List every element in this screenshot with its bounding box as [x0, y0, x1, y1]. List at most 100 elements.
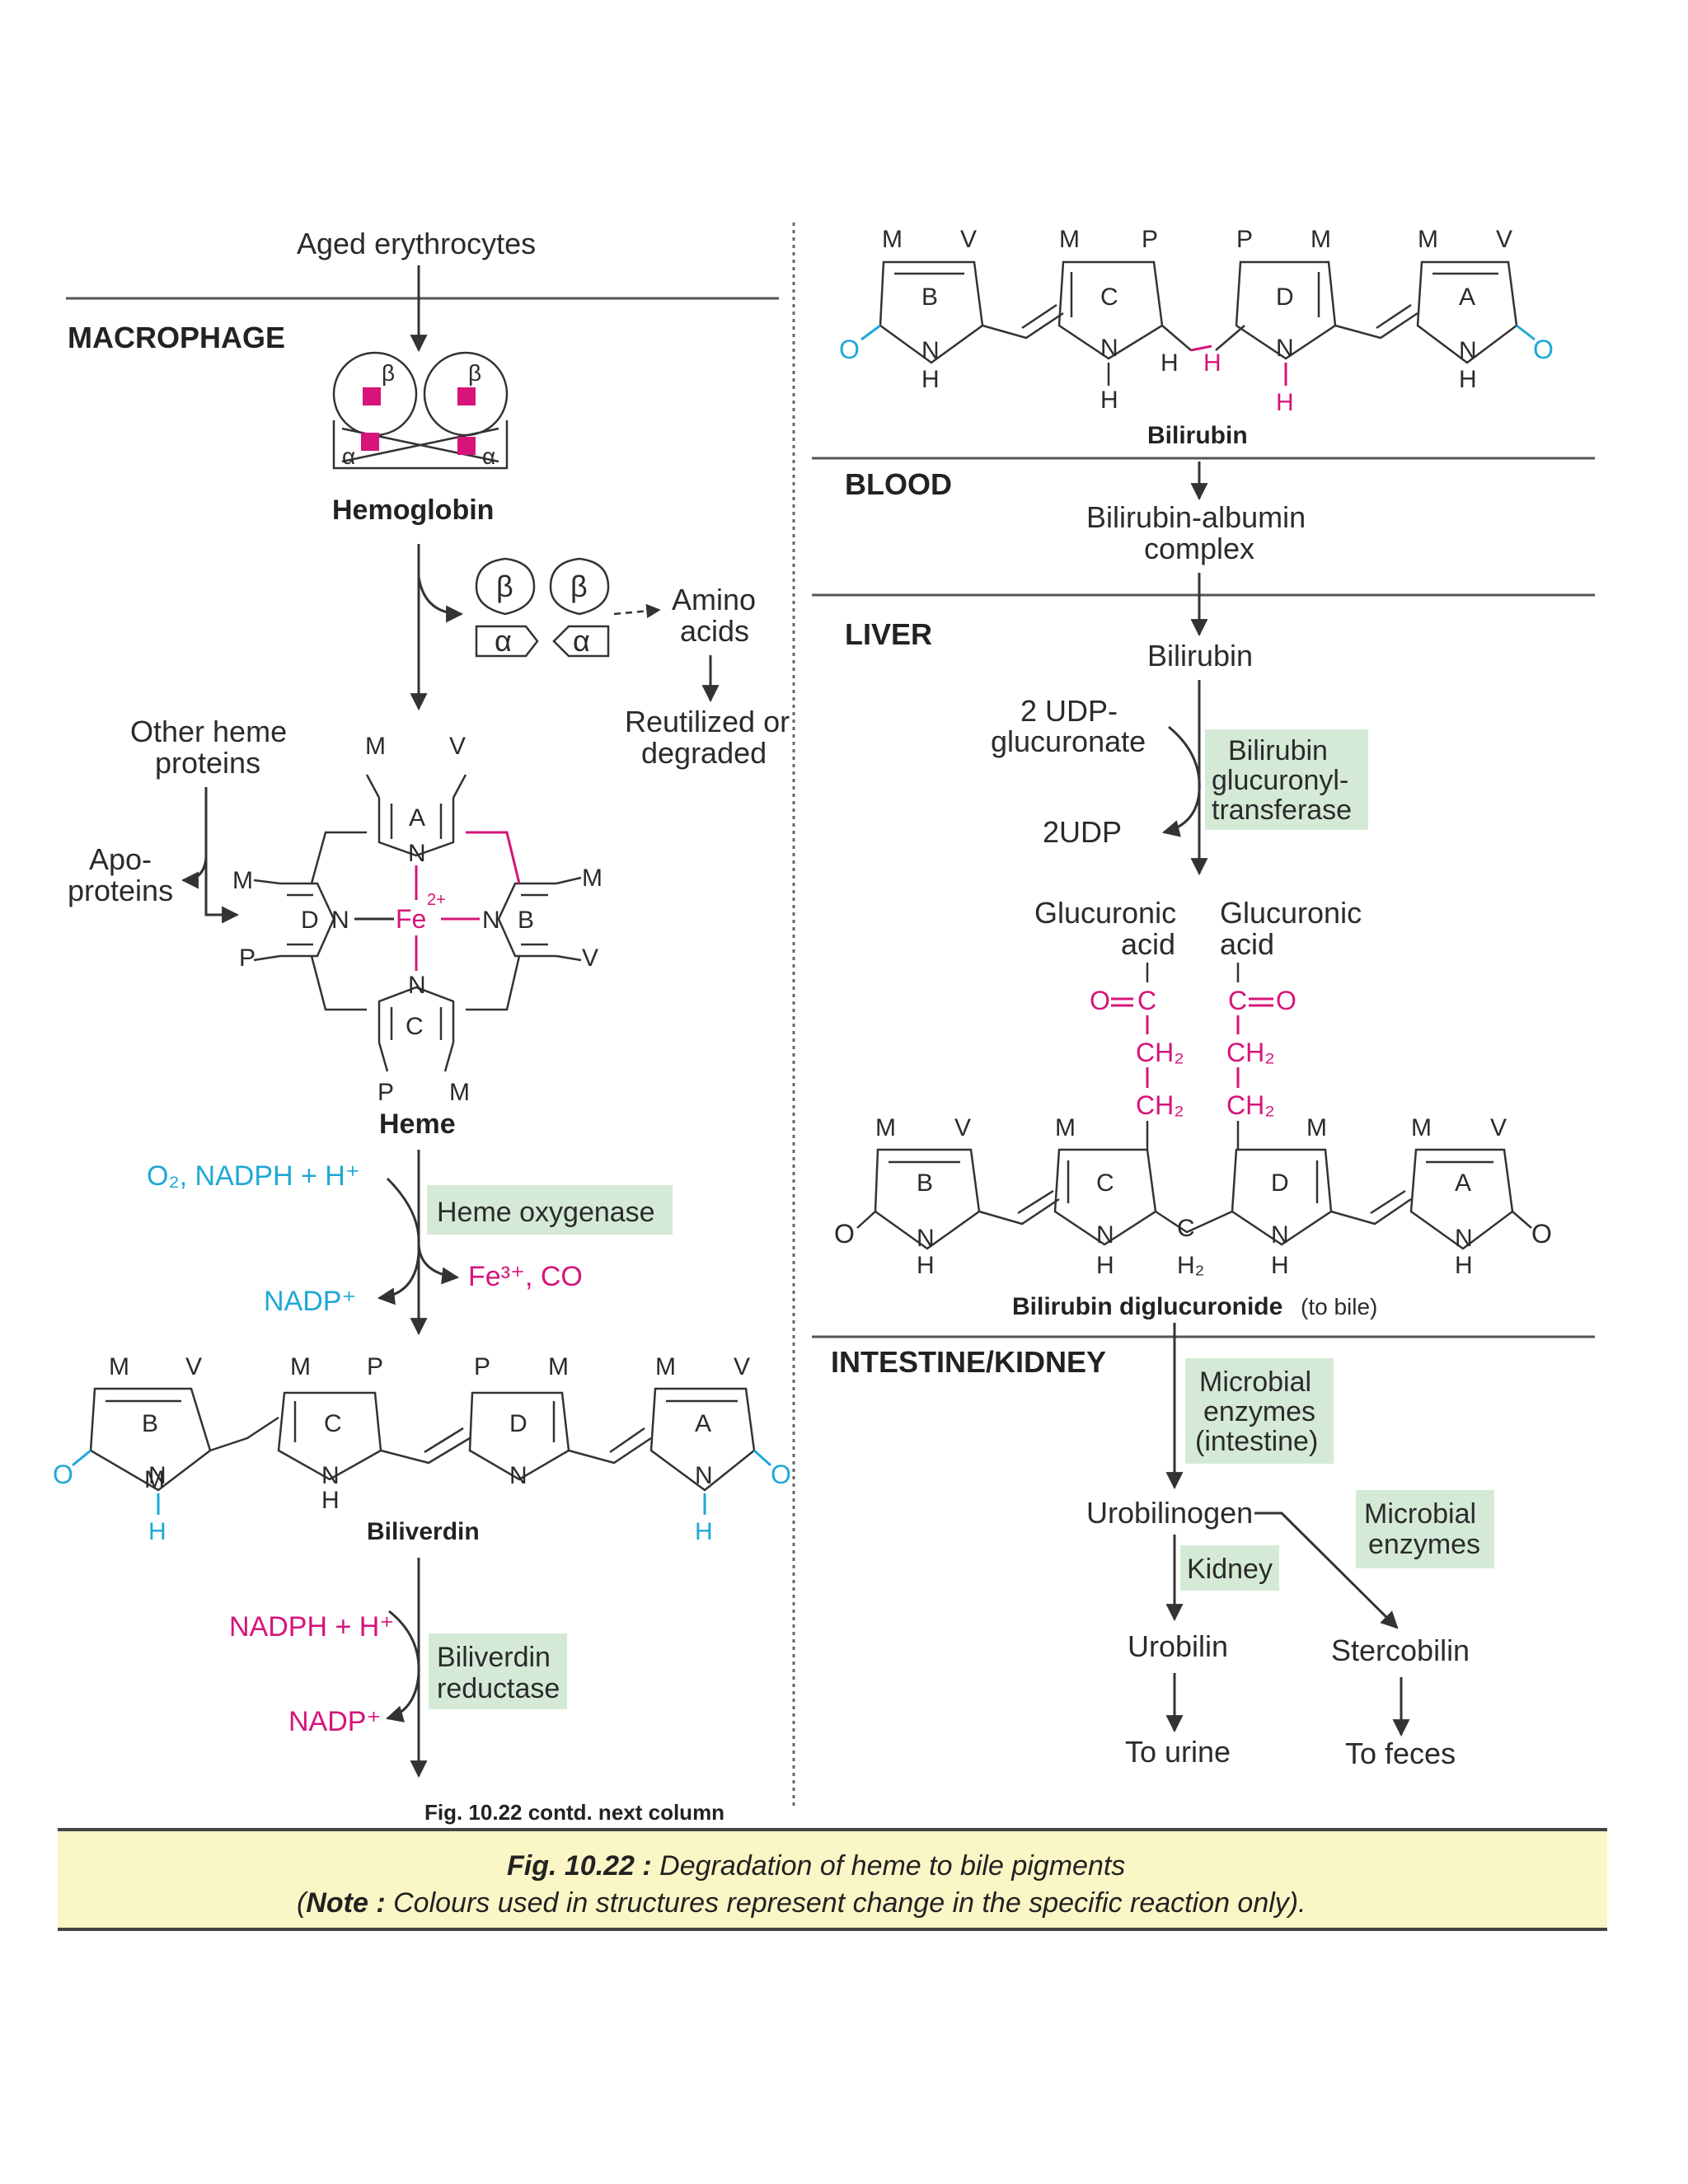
- section-liver: LIVER: [845, 617, 932, 651]
- svg-text:acid: acid: [1220, 927, 1274, 961]
- svg-text:M: M: [882, 226, 903, 253]
- svg-text:CH₂: CH₂: [1136, 1090, 1184, 1120]
- svg-text:O: O: [1276, 986, 1296, 1015]
- glucuronic-acid-2: Glucuronic: [1220, 896, 1362, 930]
- svg-text:Fig. 10.22 : Degradation of he: Fig. 10.22 : Degradation of heme to bile…: [507, 1850, 1125, 1882]
- microbial-enzymes-box: [1356, 1490, 1494, 1568]
- nadph-h-label: NADPH + H⁺: [229, 1611, 394, 1643]
- svg-text:Heme oxygenase: Heme oxygenase: [437, 1197, 655, 1228]
- bilirubin-diglucuronide-structure: B M V N H O C M N H C H₂ D M N H A M V N…: [834, 1114, 1552, 1279]
- svg-text:β: β: [382, 360, 395, 386]
- bilirubin-label-top: Bilirubin: [1147, 422, 1248, 449]
- bilirubin-structure: B M V N H O C M P N H H H D P M N H: [839, 226, 1554, 416]
- svg-text:M: M: [875, 1114, 896, 1141]
- svg-text:proteins: proteins: [68, 874, 173, 907]
- svg-text:V: V: [449, 733, 466, 760]
- svg-text:H: H: [1096, 1252, 1114, 1279]
- svg-text:B: B: [917, 1169, 933, 1197]
- svg-text:H: H: [921, 366, 940, 393]
- svg-text:P: P: [239, 944, 256, 972]
- svg-text:H: H: [321, 1487, 340, 1514]
- svg-text:C: C: [324, 1410, 342, 1437]
- svg-text:P: P: [1236, 226, 1253, 253]
- svg-text:B: B: [142, 1410, 158, 1437]
- svg-text:α: α: [573, 624, 590, 658]
- svg-text:proteins: proteins: [155, 746, 260, 780]
- svg-text:P: P: [367, 1353, 383, 1380]
- reutilized-label: Reutilized or: [625, 705, 790, 738]
- svg-text:CH₂: CH₂: [1136, 1038, 1184, 1067]
- amino-acids-label: Amino: [672, 583, 756, 616]
- section-intestine-kidney: INTESTINE/KIDNEY: [831, 1345, 1106, 1379]
- microbial-enzymes-intestine-box: [1185, 1358, 1334, 1464]
- fe3-co-label: Fe³⁺, CO: [468, 1261, 583, 1292]
- svg-text:2+: 2+: [427, 891, 446, 909]
- heme-oxygenase-box: [427, 1185, 673, 1235]
- svg-text:D: D: [301, 907, 319, 934]
- svg-text:β: β: [468, 360, 481, 386]
- svg-text:C: C: [1100, 284, 1118, 311]
- svg-text:H₂: H₂: [1177, 1252, 1204, 1279]
- svg-text:V: V: [954, 1114, 971, 1141]
- svg-text:N: N: [321, 1462, 340, 1489]
- svg-text:H: H: [1455, 1252, 1473, 1279]
- svg-text:N: N: [921, 337, 940, 364]
- svg-text:V: V: [582, 944, 598, 972]
- hemoglobin-structure: β β α α: [332, 351, 509, 470]
- urobilinogen-label: Urobilinogen: [1086, 1496, 1253, 1530]
- svg-text:acid: acid: [1121, 927, 1175, 961]
- svg-text:Microbial: Microbial: [1199, 1366, 1311, 1398]
- svg-text:transferase: transferase: [1212, 794, 1352, 826]
- svg-text:CH₂: CH₂: [1226, 1090, 1275, 1120]
- svg-text:C: C: [406, 1013, 424, 1040]
- svg-text:P: P: [474, 1353, 490, 1380]
- svg-text:α: α: [342, 443, 355, 469]
- section-macrophage: MACROPHAGE: [68, 321, 285, 354]
- svg-text:V: V: [1496, 226, 1512, 253]
- bilirubin-diglucuronide-label: Bilirubin diglucuronide: [1012, 1293, 1282, 1320]
- nadp-label-2: NADP⁺: [288, 1706, 381, 1737]
- svg-text:(Note : Colours used in struct: (Note : Colours used in structures repre…: [297, 1887, 1306, 1919]
- svg-text:N: N: [408, 840, 426, 867]
- svg-text:Microbial: Microbial: [1364, 1498, 1476, 1530]
- svg-text:B: B: [921, 284, 938, 311]
- apo-proteins-label: Apo-: [89, 842, 152, 876]
- svg-text:M: M: [655, 1353, 676, 1380]
- contd-label: Fig. 10.22 contd. next column: [424, 1800, 724, 1825]
- svg-text:O: O: [53, 1460, 73, 1489]
- biliverdin-label: Biliverdin: [367, 1518, 480, 1545]
- svg-text:N: N: [509, 1462, 528, 1489]
- svg-text:M: M: [1306, 1114, 1327, 1141]
- svg-text:M: M: [109, 1353, 129, 1380]
- svg-text:M: M: [449, 1079, 470, 1106]
- svg-text:A: A: [409, 804, 425, 832]
- svg-text:C: C: [1096, 1169, 1114, 1197]
- svg-text:N: N: [1096, 1221, 1114, 1249]
- svg-text:Bilirubin: Bilirubin: [1228, 735, 1328, 766]
- aged-erythrocytes-label: Aged erythrocytes: [297, 227, 536, 260]
- glucuronyl-transferase-box: [1205, 729, 1368, 830]
- svg-text:glucuronyl-: glucuronyl-: [1212, 765, 1348, 796]
- heme-structure: A N M V C N P M D N M P B N M V: [232, 733, 603, 1106]
- udp-glucuronate-label: 2 UDP-: [1020, 694, 1118, 728]
- svg-text:V: V: [960, 226, 977, 253]
- other-heme-proteins-label: Other heme: [130, 715, 287, 748]
- svg-text:N: N: [148, 1462, 166, 1489]
- svg-text:degraded: degraded: [641, 736, 767, 770]
- figure-caption: Fig. 10.22 : Degradation of heme to bile…: [58, 1828, 1607, 1931]
- svg-text:M: M: [1059, 226, 1080, 253]
- svg-text:H: H: [1459, 366, 1477, 393]
- svg-text:H: H: [1276, 389, 1294, 416]
- bilirubin-liver-label: Bilirubin: [1147, 639, 1253, 673]
- svg-text:V: V: [185, 1353, 202, 1380]
- udp-label: 2UDP: [1043, 815, 1122, 849]
- svg-text:H: H: [1271, 1252, 1289, 1279]
- svg-text:O: O: [1531, 1219, 1552, 1249]
- svg-text:V: V: [734, 1353, 750, 1380]
- svg-text:O: O: [834, 1219, 855, 1249]
- svg-text:A: A: [695, 1410, 711, 1437]
- svg-text:O: O: [839, 335, 860, 364]
- svg-text:M: M: [582, 865, 603, 892]
- svg-text:glucuronate: glucuronate: [991, 724, 1146, 758]
